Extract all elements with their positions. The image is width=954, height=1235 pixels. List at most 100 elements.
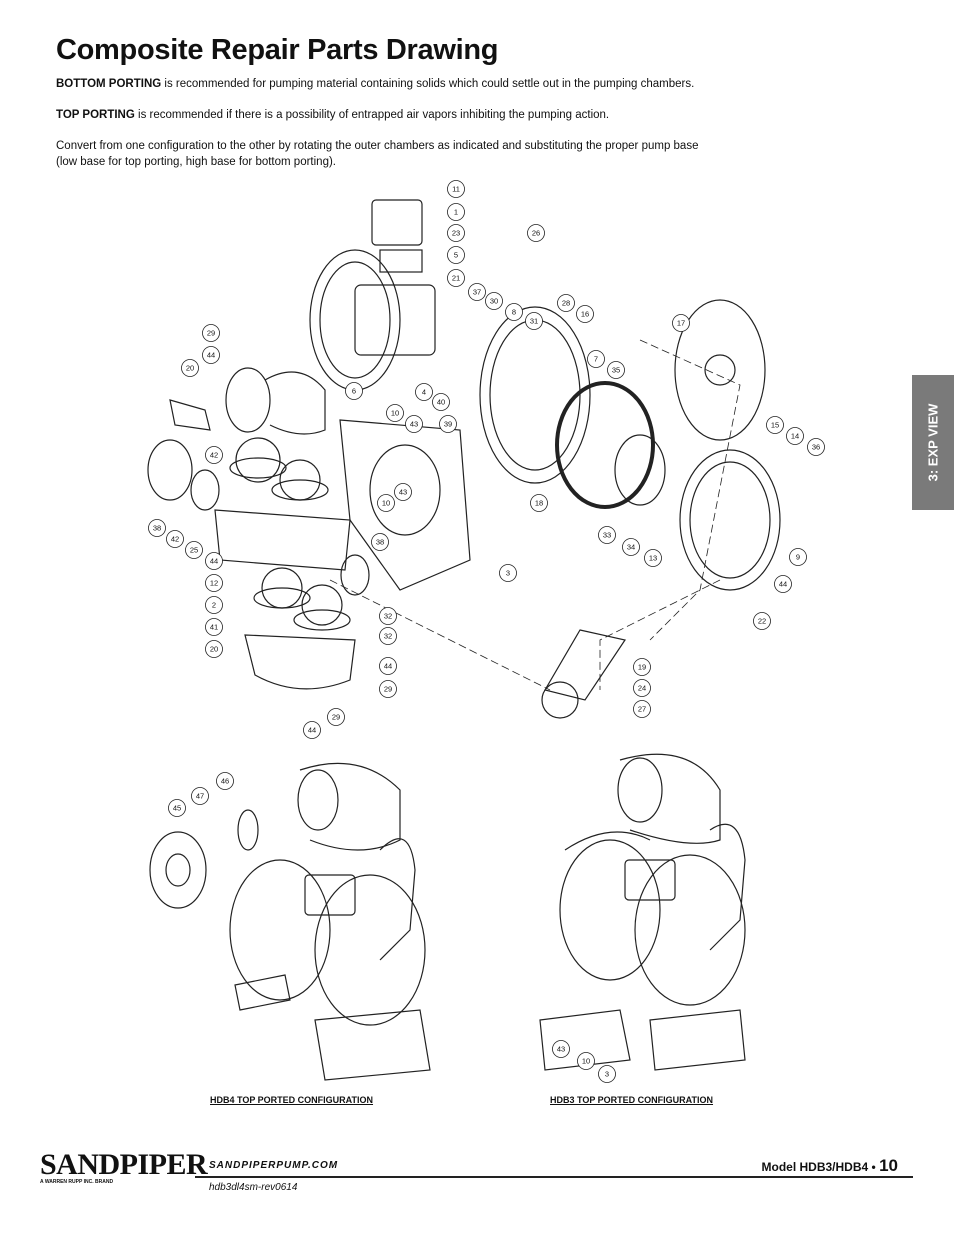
svg-text:23: 23 (452, 229, 460, 238)
svg-text:44: 44 (308, 726, 316, 735)
callout-28: 28 (557, 294, 575, 312)
callout-20: 20 (181, 359, 199, 377)
callout-42: 42 (166, 530, 184, 548)
hdb4-config-label: HDB4 TOP PORTED CONFIGURATION (210, 1095, 374, 1105)
callout-9: 9 (789, 548, 807, 566)
svg-text:32: 32 (384, 632, 392, 641)
callout-44: 44 (774, 575, 792, 593)
svg-text:11: 11 (452, 185, 460, 194)
top-porting-lead: TOP PORTING (56, 109, 135, 121)
svg-text:10: 10 (382, 499, 390, 508)
callout-4: 4 (415, 383, 433, 401)
callout-16: 16 (576, 305, 594, 323)
callout-45: 45 (168, 799, 186, 817)
callout-30: 30 (485, 292, 503, 310)
svg-text:26: 26 (532, 229, 540, 238)
callout-41: 41 (205, 618, 223, 636)
callout-13: 13 (644, 549, 662, 567)
svg-text:43: 43 (399, 488, 407, 497)
svg-text:15: 15 (771, 421, 779, 430)
callout-43: 43 (394, 483, 412, 501)
sandpiper-logo: SANDPIPER A WARREN RUPP INC. BRAND (40, 1148, 208, 1185)
callout-43: 43 (552, 1040, 570, 1058)
callout-35: 35 (607, 361, 625, 379)
callout-46: 46 (216, 772, 234, 790)
pump-illustration (147, 199, 781, 1081)
top-porting-paragraph: TOP PORTING is recommended if there is a… (56, 107, 776, 123)
callout-38: 38 (371, 533, 389, 551)
bottom-porting-text: is recommended for pumping material cont… (161, 78, 695, 90)
callout-29: 29 (202, 324, 220, 342)
callout-43: 43 (405, 415, 423, 433)
callout-39: 39 (439, 415, 457, 433)
svg-text:38: 38 (153, 524, 161, 533)
callout-44: 44 (202, 346, 220, 364)
callout-15: 15 (766, 416, 784, 434)
website-link[interactable]: SANDPIPERPUMP.COM (209, 1160, 339, 1171)
svg-text:17: 17 (677, 319, 685, 328)
svg-text:44: 44 (207, 351, 215, 360)
callout-8: 8 (505, 303, 523, 321)
svg-text:43: 43 (410, 420, 418, 429)
callout-37: 37 (468, 283, 486, 301)
svg-text:29: 29 (207, 329, 215, 338)
convert-paragraph: Convert from one configuration to the ot… (56, 138, 776, 170)
svg-text:7: 7 (594, 355, 598, 364)
svg-text:44: 44 (210, 557, 218, 566)
svg-text:18: 18 (535, 499, 543, 508)
top-porting-text: is recommended if there is a possibility… (134, 109, 610, 121)
convert-line-2: (low base for top porting, high base for… (56, 156, 336, 168)
svg-text:32: 32 (384, 612, 392, 621)
svg-text:40: 40 (437, 398, 445, 407)
bottom-porting-paragraph: BOTTOM PORTING is recommended for pumpin… (56, 76, 776, 92)
svg-text:10: 10 (582, 1057, 590, 1066)
svg-text:1: 1 (454, 208, 458, 217)
callout-3: 3 (499, 564, 517, 582)
callout-14: 14 (786, 427, 804, 445)
model-label: Model HDB3/HDB4 • (761, 1160, 876, 1174)
callout-33: 33 (598, 526, 616, 544)
callout-3: 3 (598, 1065, 616, 1083)
hdb3-config-label: HDB3 TOP PORTED CONFIGURATION (550, 1095, 714, 1105)
callout-23: 23 (447, 224, 465, 242)
svg-text:38: 38 (376, 538, 384, 547)
model-page-number: Model HDB3/HDB4 • 10 (762, 1156, 898, 1176)
svg-text:5: 5 (454, 251, 458, 260)
svg-text:43: 43 (557, 1045, 565, 1054)
svg-text:3: 3 (506, 569, 510, 578)
callout-34: 34 (622, 538, 640, 556)
callout-36: 36 (807, 438, 825, 456)
convert-line-1: Convert from one configuration to the ot… (56, 140, 699, 152)
section-tab[interactable]: 3: EXP VIEW (912, 375, 954, 510)
svg-text:31: 31 (530, 317, 538, 326)
svg-text:29: 29 (384, 685, 392, 694)
callout-29: 29 (327, 708, 345, 726)
svg-text:47: 47 (196, 792, 204, 801)
callout-24: 24 (633, 679, 651, 697)
svg-text:20: 20 (186, 364, 194, 373)
callout-10: 10 (377, 494, 395, 512)
svg-text:3: 3 (605, 1070, 609, 1079)
svg-text:42: 42 (210, 451, 218, 460)
svg-text:39: 39 (444, 420, 452, 429)
svg-text:2: 2 (212, 601, 216, 610)
callout-40: 40 (432, 393, 450, 411)
callout-5: 5 (447, 246, 465, 264)
callout-18: 18 (530, 494, 548, 512)
callout-27: 27 (633, 700, 651, 718)
svg-text:33: 33 (603, 531, 611, 540)
logo-tagline: A WARREN RUPP INC. BRAND (40, 1179, 114, 1185)
callout-10: 10 (386, 404, 404, 422)
callout-20: 20 (205, 640, 223, 658)
callout-44: 44 (379, 657, 397, 675)
callout-19: 19 (633, 658, 651, 676)
callout-47: 47 (191, 787, 209, 805)
page-number: 10 (879, 1156, 898, 1175)
svg-text:29: 29 (332, 713, 340, 722)
svg-text:22: 22 (758, 617, 766, 626)
callout-26: 26 (527, 224, 545, 242)
svg-text:9: 9 (796, 553, 800, 562)
callout-22: 22 (753, 612, 771, 630)
callout-1: 1 (447, 203, 465, 221)
